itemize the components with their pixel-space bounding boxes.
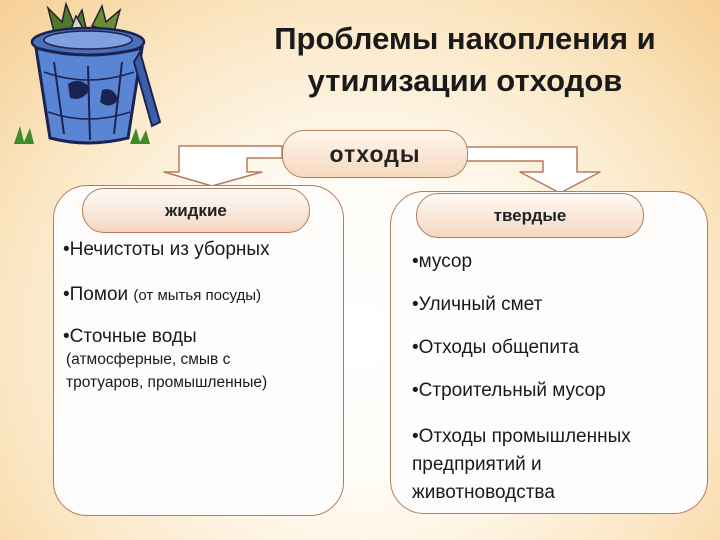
- list-item: •Отходы промышленных предприятий и живот…: [412, 423, 631, 507]
- list-item-text: •Отходы общепита: [412, 337, 579, 358]
- list-item: •Отходы общепита: [412, 337, 579, 359]
- list-item-subtext: тротуаров, промышленные): [66, 374, 268, 391]
- title-line-2: утилизации отходов: [307, 63, 623, 98]
- list-item-text: животноводства: [412, 482, 555, 503]
- list-item-text: •Нечистоты из уборных: [63, 239, 270, 260]
- list-item-subtext: (атмосферные, смыв с: [66, 351, 231, 368]
- list-item-text: •Уличный смет: [412, 294, 543, 315]
- list-item: •Уличный смет: [412, 294, 542, 316]
- list-item-text: предприятий и: [412, 454, 542, 475]
- list-item-text: •Отходы промышленных: [412, 426, 631, 447]
- list-item-note: (от мытья посуды): [133, 287, 262, 304]
- left-connector-arrow: [163, 145, 283, 187]
- list-item: •Строительный мусор: [412, 380, 606, 402]
- trash-can-icon: [14, 2, 162, 145]
- solid-waste-header: твердые: [416, 193, 644, 238]
- page-title: Проблемы накопления и утилизации отходов: [210, 18, 720, 102]
- list-item: •Нечистоты из уборных: [63, 239, 270, 261]
- list-item: •Сточные воды (атмосферные, смыв с троту…: [63, 326, 267, 394]
- list-item-text: •Сточные воды: [63, 326, 197, 347]
- liquid-waste-panel: [53, 185, 344, 516]
- list-item-text: •Строительный мусор: [412, 380, 606, 401]
- list-item-text: •мусор: [412, 251, 473, 272]
- list-item-text: •Помои: [63, 284, 134, 305]
- right-connector-arrow: [465, 146, 601, 194]
- liquid-waste-header: жидкие: [82, 188, 310, 233]
- list-item: •Помои (от мытья посуды): [63, 284, 261, 307]
- list-item: •мусор: [412, 251, 472, 273]
- solid-waste-panel: [390, 191, 708, 514]
- root-node: отходы: [282, 130, 468, 178]
- title-line-1: Проблемы накопления и: [274, 21, 656, 56]
